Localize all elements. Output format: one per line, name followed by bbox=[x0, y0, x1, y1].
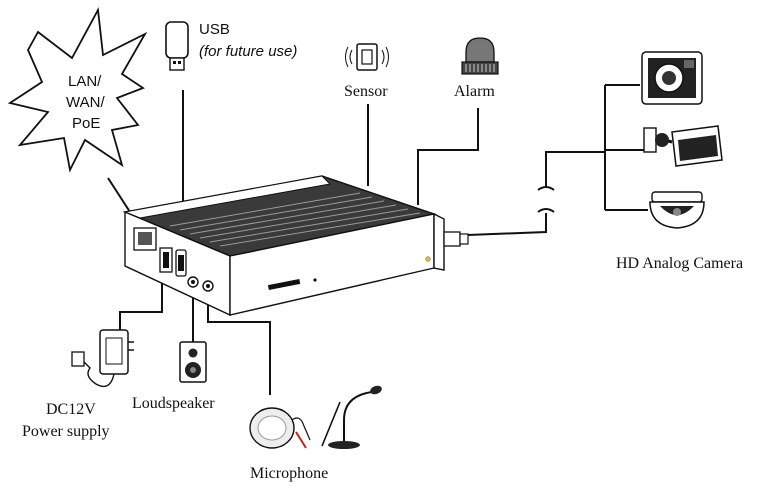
camera-wire-upper bbox=[545, 151, 605, 188]
loudspeaker-label: Loudspeaker bbox=[132, 395, 215, 412]
alarm-label: Alarm bbox=[454, 83, 495, 100]
recorder-device-icon bbox=[122, 175, 469, 317]
camera-wire bbox=[467, 213, 547, 236]
microphone-label: Microphone bbox=[250, 465, 328, 482]
alarm-light-icon bbox=[461, 37, 499, 75]
bullet-camera-icon bbox=[643, 125, 723, 167]
power-wire bbox=[119, 280, 163, 330]
dome-camera-icon bbox=[649, 191, 705, 229]
starburst-icon bbox=[7, 7, 148, 173]
microphone-wire bbox=[207, 292, 271, 395]
gooseneck-microphone-icon bbox=[328, 385, 382, 449]
lan-wire bbox=[107, 177, 131, 213]
usb-note: (for future use) bbox=[199, 43, 297, 60]
usb-label: USB bbox=[199, 21, 230, 38]
power-label-line2: Power supply bbox=[22, 423, 110, 440]
sensor-label: Sensor bbox=[344, 83, 388, 100]
network-label-poe: PoE bbox=[72, 115, 100, 132]
camera-label: HD Analog Camera bbox=[616, 255, 743, 272]
network-label-wan: WAN/ bbox=[66, 94, 105, 111]
cube-camera-icon bbox=[641, 51, 703, 105]
power-label-line1: DC12V bbox=[46, 401, 96, 418]
sensor-icon bbox=[345, 43, 389, 71]
power-adapter-icon bbox=[71, 329, 134, 388]
alarm-wire bbox=[417, 108, 479, 205]
speaker-icon bbox=[179, 341, 207, 383]
usb-stick-icon bbox=[165, 21, 189, 71]
camera-wire-break bbox=[537, 186, 555, 213]
network-label-lan: LAN/ bbox=[68, 73, 102, 90]
pickup-microphone-icon bbox=[249, 407, 311, 449]
connection-wires bbox=[107, 84, 648, 395]
microphone-divider bbox=[321, 401, 341, 447]
